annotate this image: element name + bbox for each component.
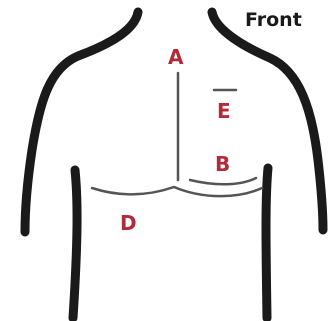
label-b: B: [215, 152, 230, 176]
incision-b-line: [190, 178, 256, 184]
incision-d-line: [92, 187, 262, 196]
label-a: A: [168, 45, 184, 69]
left-neck-shoulder-outline: [25, 12, 138, 232]
label-e: E: [217, 99, 231, 123]
view-label: Front: [245, 9, 302, 31]
left-torso-side-outline: [73, 170, 77, 318]
label-d: D: [120, 211, 137, 235]
right-torso-side-outline: [266, 168, 268, 318]
